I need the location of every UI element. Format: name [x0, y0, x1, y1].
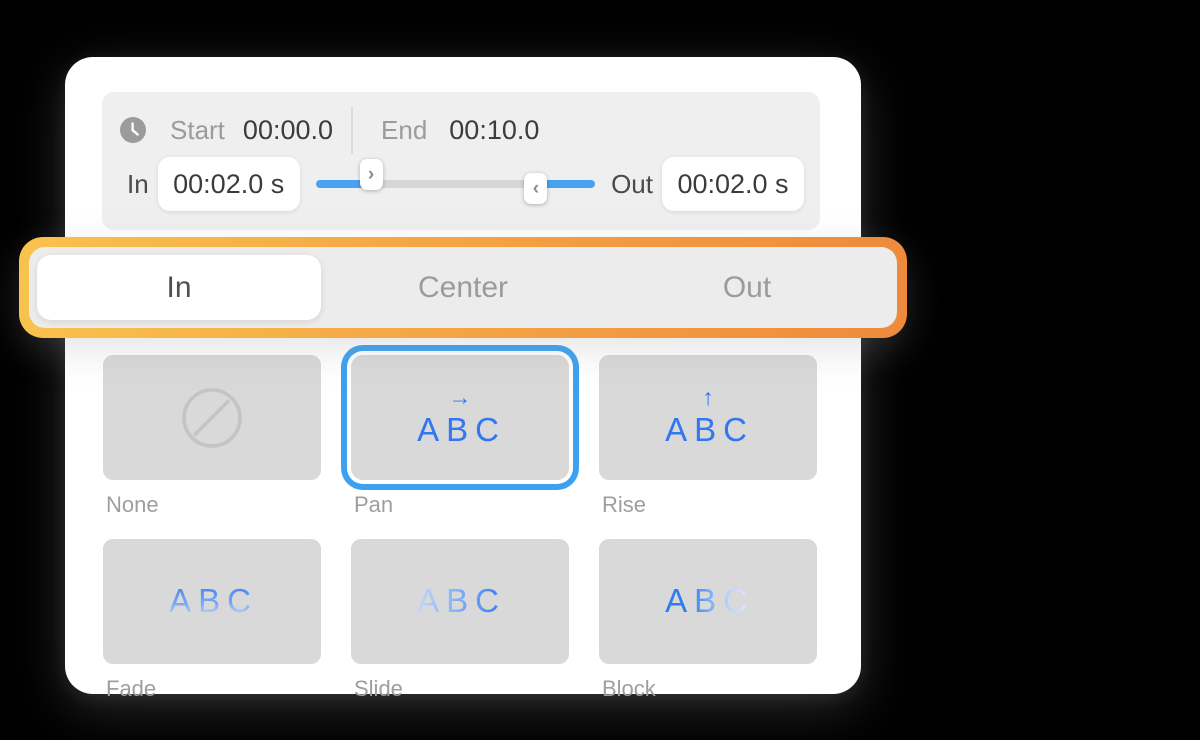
animation-cell-rise: ↑ ABC Rise: [599, 355, 817, 527]
animation-cell-pan: → ABC Pan: [351, 355, 569, 527]
divider: [351, 106, 354, 154]
tile-preview-text: ABC: [417, 411, 506, 449]
tile-label-rise: Rise: [602, 492, 647, 517]
tile-label-slide: Slide: [354, 676, 403, 701]
position-segmented-control: In Center Out: [29, 247, 897, 328]
slider-middle-track: [368, 180, 540, 188]
in-duration-field[interactable]: 00:02.0 s: [157, 157, 300, 211]
tile-label-fade: Fade: [106, 676, 157, 701]
arrow-up-icon: ↑: [702, 384, 714, 411]
in-out-row: In 00:02.0 s › ‹ Out 00:02.0 s: [116, 154, 804, 214]
slider-out-handle[interactable]: ‹: [524, 173, 548, 204]
animation-tile-slide[interactable]: ABC: [351, 539, 569, 664]
end-value: 00:10.0: [449, 114, 540, 145]
tile-label-none: None: [106, 492, 159, 517]
title-animation-panel: Start 00:00.0 End 00:10.0 In 00:02.0 s ›…: [65, 57, 861, 701]
slider-in-handle[interactable]: ›: [359, 159, 383, 190]
animation-tile-none[interactable]: [103, 355, 321, 480]
start-end-row: Start 00:00.0 End 00:10.0: [116, 106, 804, 154]
tab-center[interactable]: Center: [417, 270, 509, 304]
highlight-annotation-box: In Center Out: [19, 237, 907, 338]
arrow-right-icon: →: [448, 384, 472, 411]
none-icon: [182, 387, 242, 448]
tile-preview-text: ABC: [662, 583, 754, 620]
start-label: Start: [170, 114, 225, 145]
tile-preview-text: ABC: [665, 411, 754, 449]
tile-preview-text: ABC: [166, 583, 258, 620]
animation-cell-none: None: [103, 355, 321, 527]
animation-cell-fade: ABC Fade: [103, 539, 321, 711]
in-out-duration-slider[interactable]: › ‹: [315, 154, 596, 214]
clock-icon: [120, 117, 146, 143]
out-label: Out: [611, 168, 653, 199]
start-value: 00:00.0: [242, 114, 334, 145]
animation-cell-slide: ABC Slide: [351, 539, 569, 711]
chevron-left-icon: ‹: [532, 177, 540, 199]
slider-out-track[interactable]: [536, 180, 596, 188]
tile-preview-text: ABC: [414, 583, 506, 620]
tab-in[interactable]: In: [37, 255, 321, 320]
animation-tile-block[interactable]: ABC: [599, 539, 817, 664]
animation-tile-rise[interactable]: ↑ ABC: [599, 355, 817, 480]
animation-tile-pan[interactable]: → ABC: [351, 355, 569, 480]
slider-in-track[interactable]: [315, 180, 372, 188]
out-duration-field[interactable]: 00:02.0 s: [662, 157, 804, 211]
tile-label-block: Block: [602, 676, 656, 701]
tile-label-pan: Pan: [354, 492, 394, 517]
end-label: End: [381, 114, 428, 145]
animation-tile-fade[interactable]: ABC: [103, 539, 321, 664]
timing-panel: Start 00:00.0 End 00:10.0 In 00:02.0 s ›…: [102, 92, 820, 230]
tab-out[interactable]: Out: [722, 270, 772, 304]
chevron-right-icon: ›: [367, 163, 375, 185]
animation-grid: None → ABC Pan ↑ ABC Rise ABC Fade ABC: [103, 355, 817, 723]
animation-cell-block: ABC Block: [599, 539, 817, 711]
in-label: In: [127, 168, 149, 199]
